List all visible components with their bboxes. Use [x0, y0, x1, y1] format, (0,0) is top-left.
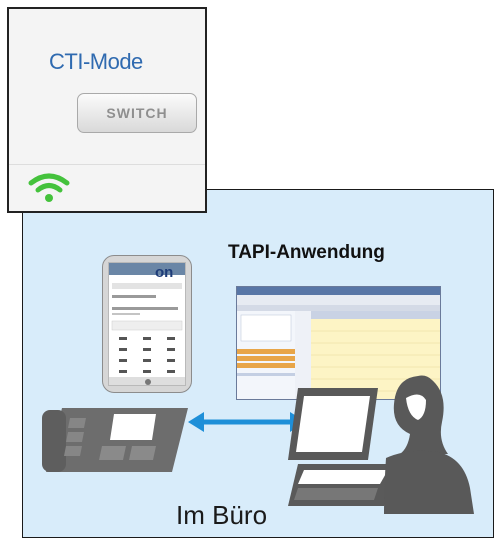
- divider: [9, 164, 205, 165]
- phone-ui-graphic: [109, 283, 185, 385]
- phone-status-bar: [109, 263, 185, 275]
- wifi-icon: [28, 173, 70, 202]
- zoom-detail-box: CTI-Mode SWITCH: [7, 7, 207, 213]
- office-location-label: Im Büro: [176, 500, 268, 530]
- user-at-computer-icon: [288, 375, 474, 514]
- tapi-application-label: TAPI-Anwendung: [228, 242, 385, 263]
- switch-button[interactable]: SWITCH: [77, 93, 197, 133]
- smartphone-image: on: [102, 255, 192, 393]
- cti-mode-label: CTI-Mode: [49, 49, 143, 74]
- phone-logo: on: [155, 264, 174, 281]
- desk-phone-icon: [42, 408, 188, 472]
- phone-screen: on: [108, 262, 186, 386]
